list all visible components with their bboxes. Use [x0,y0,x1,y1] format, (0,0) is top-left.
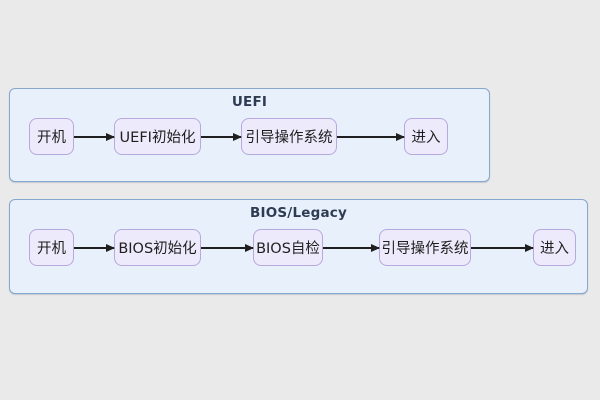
node-bios-init: BIOS初始化 [114,229,201,266]
flow-arrow-icon [337,135,404,138]
flow-arrow-icon [323,246,379,249]
node-enter: 进入 [404,118,448,155]
node-boot-os: 引导操作系统 [241,118,337,155]
node-enter: 进入 [533,229,576,266]
bios-legacy-group-title: BIOS/Legacy [250,205,347,221]
flow-arrow-icon [74,135,114,138]
node-bios-post: BIOS自检 [253,229,323,266]
uefi-flow-row: 开机 UEFI初始化 引导操作系统 进入 [29,118,448,155]
uefi-group-title: UEFI [231,94,268,110]
flow-arrow-icon [471,246,533,249]
flow-arrow-icon [201,246,253,249]
node-uefi-init: UEFI初始化 [114,118,201,155]
node-boot-os: 引导操作系统 [379,229,471,266]
bios-legacy-group: BIOS/Legacy 开机 BIOS初始化 BIOS自检 引导操作系统 进入 [9,199,588,294]
uefi-group: UEFI 开机 UEFI初始化 引导操作系统 进入 [9,88,490,182]
node-power-on: 开机 [29,118,74,155]
node-power-on: 开机 [29,229,74,266]
flow-arrow-icon [74,246,114,249]
bios-flow-row: 开机 BIOS初始化 BIOS自检 引导操作系统 进入 [29,229,576,266]
flow-arrow-icon [201,135,241,138]
